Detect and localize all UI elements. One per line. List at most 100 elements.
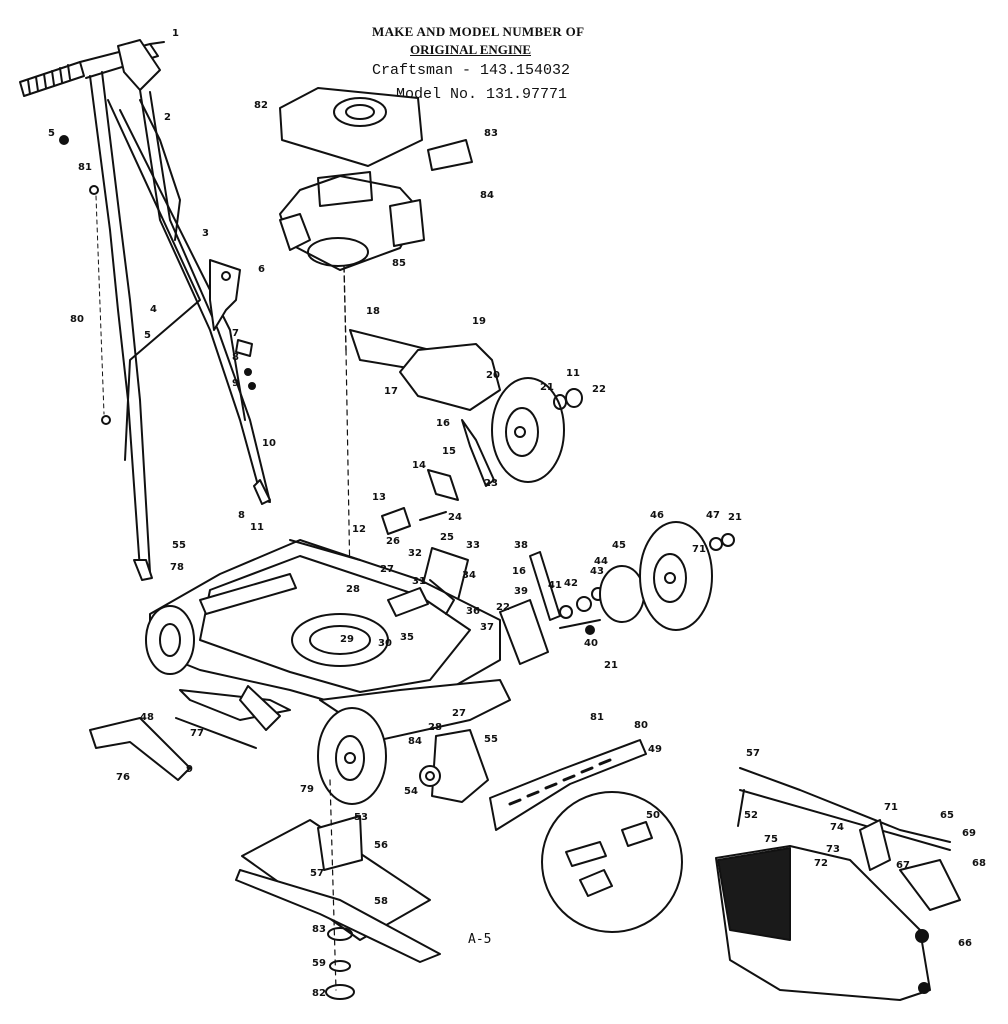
- callout-71: 71: [884, 802, 898, 813]
- callout-31: 31: [412, 576, 426, 587]
- header-line-2: ORIGINAL ENGINE: [410, 42, 531, 57]
- callout-47: 47: [706, 510, 720, 521]
- inset-chain-link: [541, 791, 683, 933]
- callout-70: 70: [0, 0, 14, 3]
- callout-81: 81: [590, 712, 604, 723]
- callout-32: 32: [408, 548, 422, 559]
- callout-48: 48: [140, 712, 154, 723]
- engine-assembly: [279, 87, 473, 701]
- callout-28: 28: [346, 584, 360, 595]
- callout-8: 8: [238, 510, 245, 521]
- callout-75: 75: [764, 834, 778, 845]
- callout-22: 22: [592, 384, 606, 395]
- drive-guard: [89, 717, 647, 831]
- callout-54: 54: [404, 786, 418, 797]
- rear-bracket-and-wheel: [349, 329, 583, 501]
- header-line-1: MAKE AND MODEL NUMBER OF: [372, 24, 585, 39]
- callout-6: 6: [258, 264, 265, 275]
- callout-3: 3: [202, 228, 209, 239]
- callout-27: 27: [380, 564, 394, 575]
- callout-1: 1: [172, 28, 179, 39]
- callout-39: 39: [514, 586, 528, 597]
- grass-catcher: [715, 767, 961, 1001]
- callout-55: 55: [172, 540, 186, 551]
- callout-29: 29: [340, 634, 354, 645]
- callout-80: 80: [634, 720, 648, 731]
- callout-79: 79: [300, 784, 314, 795]
- callout-9: 9: [232, 378, 239, 389]
- callout-2: 2: [164, 112, 171, 123]
- callout-9: 9: [186, 764, 193, 775]
- callout-15: 15: [442, 446, 456, 457]
- callout-78: 78: [170, 562, 184, 573]
- callout-73: 73: [826, 844, 840, 855]
- callout-11: 11: [250, 522, 264, 533]
- callout-22: 22: [496, 602, 510, 613]
- callout-49: 49: [648, 744, 662, 755]
- callout-83: 83: [312, 924, 326, 935]
- callout-57: 57: [746, 748, 760, 759]
- callout-36: 36: [466, 606, 480, 617]
- callout-34: 34: [462, 570, 476, 581]
- callout-21: 21: [604, 660, 618, 671]
- callout-7: 7: [232, 328, 239, 339]
- callout-35: 35: [400, 632, 414, 643]
- callout-65: 65: [0, 0, 14, 3]
- header-line-4: Model No. 131.97771: [396, 86, 568, 103]
- callout-74: 74: [830, 822, 844, 833]
- callout-77: 77: [190, 728, 204, 739]
- callout-24: 24: [448, 512, 462, 523]
- callout-59: 59: [312, 958, 326, 969]
- callout-18: 18: [366, 306, 380, 317]
- callout-71: 71: [692, 544, 706, 555]
- page-label: A-5: [468, 932, 492, 947]
- callout-43: 43: [590, 566, 604, 577]
- callout-83: 83: [484, 128, 498, 139]
- callout-27: 27: [452, 708, 466, 719]
- callout-14: 14: [412, 460, 426, 471]
- callout-58: 58: [374, 896, 388, 907]
- callout-21: 21: [728, 512, 742, 523]
- callout-26: 26: [386, 536, 400, 547]
- callout-72: 72: [814, 858, 828, 869]
- callout-55: 55: [484, 734, 498, 745]
- mower-deck: [145, 539, 511, 805]
- callout-5: 5: [144, 330, 151, 341]
- callout-80: 80: [70, 314, 84, 325]
- callout-67: 67: [896, 860, 910, 871]
- callout-13: 13: [372, 492, 386, 503]
- callout-5: 5: [48, 128, 55, 139]
- handle-assembly: [19, 39, 271, 581]
- callout-46: 46: [650, 510, 664, 521]
- callout-30: 30: [378, 638, 392, 649]
- callout-25: 25: [440, 532, 454, 543]
- callout-16: 16: [512, 566, 526, 577]
- header-line-3: Craftsman - 143.154032: [372, 62, 571, 79]
- callout-85: 85: [392, 258, 406, 269]
- callout-19: 19: [472, 316, 486, 327]
- callout-10: 10: [262, 438, 276, 449]
- callout-44: 44: [594, 556, 608, 567]
- callout-21: 21: [540, 382, 554, 393]
- callout-20: 20: [486, 370, 500, 381]
- callout-28: 28: [428, 722, 442, 733]
- callout-84: 84: [480, 190, 494, 201]
- callout-56: 56: [374, 840, 388, 851]
- callout-76: 76: [116, 772, 130, 783]
- callout-38: 38: [514, 540, 528, 551]
- callout-12: 12: [352, 524, 366, 535]
- callout-69: 69: [962, 828, 976, 839]
- part-callouts: 1235678945818010811557882838485181917202…: [0, 0, 986, 999]
- callout-68: 68: [972, 858, 986, 869]
- callout-84: 84: [408, 736, 422, 747]
- callout-4: 4: [150, 304, 157, 315]
- callout-41: 41: [548, 580, 562, 591]
- callout-40: 40: [584, 638, 598, 649]
- callout-8: 8: [232, 352, 239, 363]
- callout-37: 37: [480, 622, 494, 633]
- callout-66: 66: [958, 938, 972, 949]
- callout-11: 11: [566, 368, 580, 379]
- callout-50: 50: [646, 810, 660, 821]
- callout-17: 17: [384, 386, 398, 397]
